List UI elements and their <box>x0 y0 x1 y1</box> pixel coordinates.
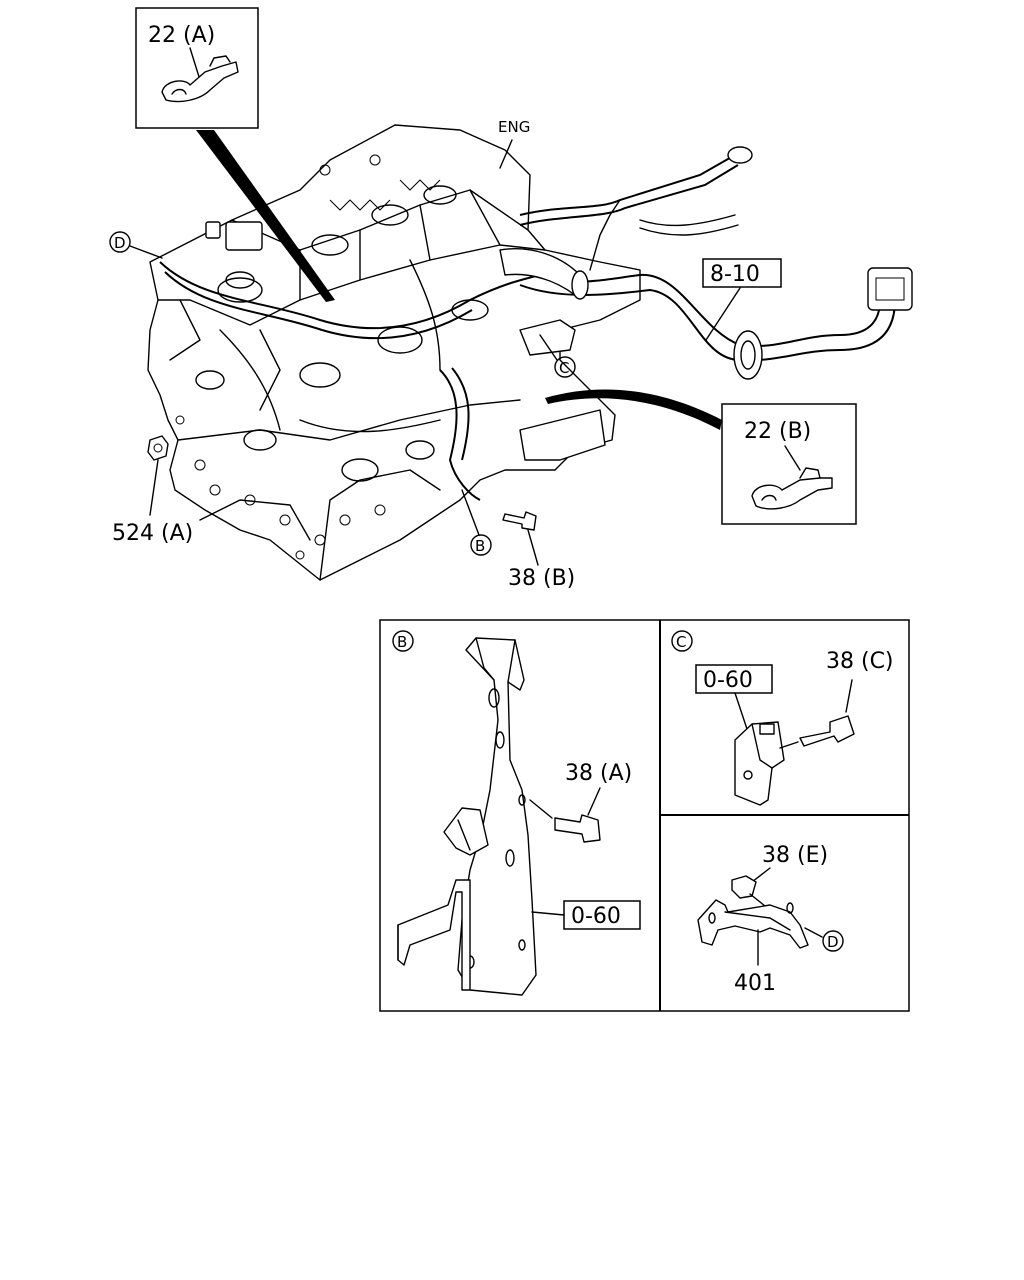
marker-b-main <box>470 534 492 556</box>
bolt-38a-label: 38 (A) <box>565 761 632 786</box>
detail-d-bracket: 38 (E) 401 D <box>697 843 844 996</box>
clip-b-detail: 22 (B) <box>545 389 857 525</box>
main-callouts: ENG 8-10 D C B 524 (A) 38 (B) <box>109 118 782 591</box>
panel-b-marker-label: B <box>397 633 407 651</box>
marker-d-main <box>109 231 131 253</box>
panel-c-marker-label: C <box>676 633 686 651</box>
clip-b-label: 22 (B) <box>744 419 811 444</box>
panel-d-marker-label: D <box>827 933 839 951</box>
engine-illustration <box>147 124 641 581</box>
marker-d-main-label: D <box>114 234 126 252</box>
bolt-38e-label: 38 (E) <box>762 843 828 868</box>
panel-b-marker <box>392 630 414 652</box>
clip-a-detail: 22 (A) <box>135 7 335 302</box>
marker-c-main-label: C <box>559 359 569 377</box>
detail-b-bracket: B 38 (A) 0-60 <box>392 630 641 996</box>
part-401-label: 401 <box>734 971 776 996</box>
marker-c-main <box>554 356 576 378</box>
bolt-38b-label: 38 (B) <box>508 566 575 591</box>
ref-8-10-box <box>702 258 782 288</box>
detail-c-bracket: C 0-60 38 (C) <box>671 630 894 806</box>
ref-0-60-b-label: 0-60 <box>571 904 621 929</box>
eng-label: ENG <box>498 118 530 136</box>
clip-a-label: 22 (A) <box>148 23 215 48</box>
ref-0-60-c-label: 0-60 <box>703 668 753 693</box>
bolt-38c-label: 38 (C) <box>826 649 894 674</box>
panel-c-marker <box>671 630 693 652</box>
marker-b-main-label: B <box>475 537 485 555</box>
panel-d-marker <box>822 930 844 952</box>
nut-524a-label: 524 (A) <box>112 521 193 546</box>
wiring-harness <box>159 146 913 501</box>
ref-8-10-label: 8-10 <box>710 262 760 287</box>
